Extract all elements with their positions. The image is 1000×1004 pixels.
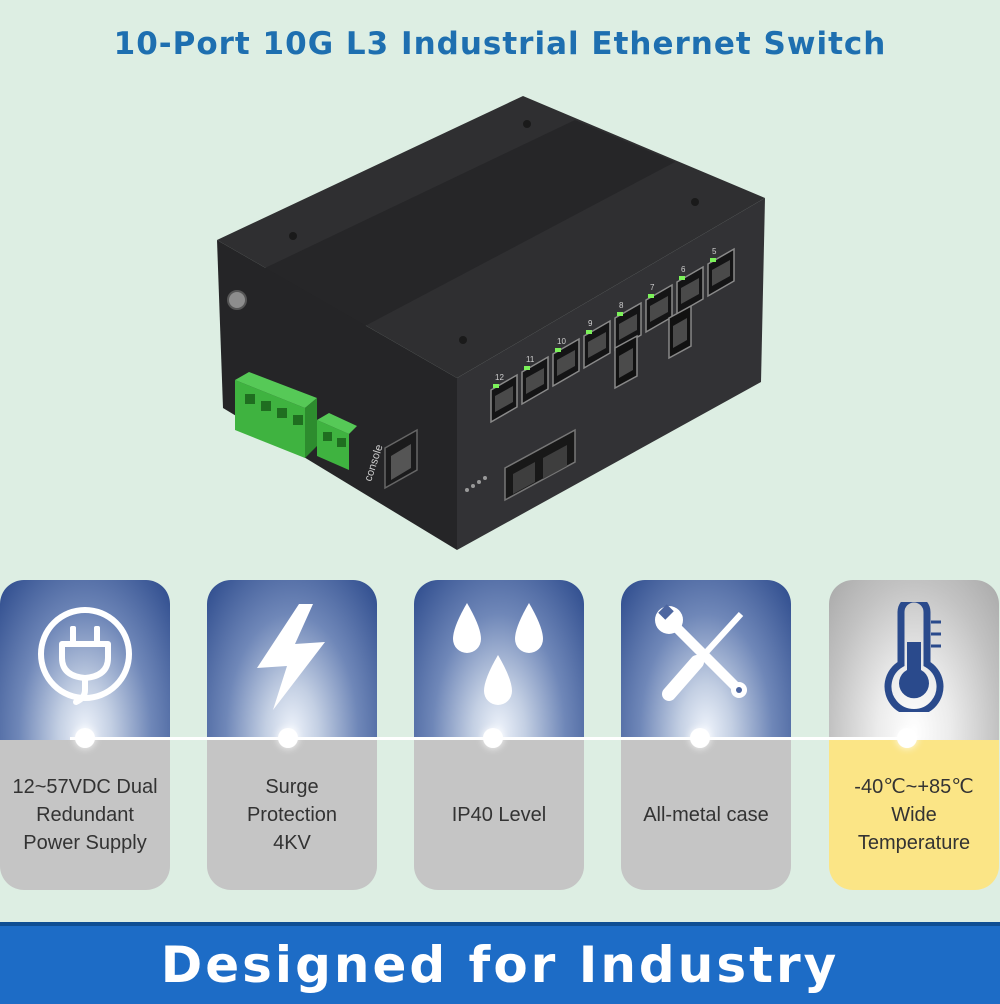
feature-connector-dot: [75, 728, 95, 748]
status-led-group: [465, 476, 487, 492]
feature-card: Surge Protection 4KV: [207, 580, 377, 890]
feature-card-header: [414, 580, 584, 740]
feature-label: -40℃~+85℃ Wide Temperature: [854, 776, 974, 854]
footer-banner: Designed for Industry: [0, 922, 1000, 1004]
feature-label: IP40 Level: [451, 804, 547, 826]
page-title: 10-Port 10G L3 Industrial Ethernet Switc…: [113, 26, 887, 62]
feature-card-header: [829, 580, 999, 740]
lightning-bolt-icon: [207, 602, 377, 712]
rj45-port: 12: [490, 373, 518, 424]
thermometer-icon: [829, 602, 999, 712]
feature-connector-dot: [690, 728, 710, 748]
rj45-port: 10: [552, 337, 580, 388]
water-drops-icon: [414, 602, 584, 712]
feature-card: IP40 Level: [414, 580, 584, 890]
feature-card: 12~57VDC Dual Redundant Power Supply: [0, 580, 170, 890]
feature-card-label-panel: [0, 740, 170, 890]
rj45-port: 5: [707, 247, 735, 298]
port-number-label: 11: [526, 355, 535, 364]
rj45-port: 6: [676, 265, 704, 316]
feature-card-header: [621, 580, 791, 740]
feature-connector-dot: [278, 728, 298, 748]
power-terminal-block: [235, 372, 317, 458]
feature-card: All-metal case: [621, 580, 791, 890]
feature-card-header: [0, 580, 170, 740]
port-number-label: 7: [650, 283, 655, 292]
rj45-port: 9: [583, 319, 611, 370]
power-plug-icon: [0, 602, 170, 712]
console-port: [384, 428, 418, 490]
feature-card-label-panel: [414, 740, 584, 890]
port-number-label: 10: [557, 337, 566, 346]
feature-connector-dot: [897, 728, 917, 748]
feature-card-label-panel: [207, 740, 377, 890]
feature-label: All-metal case: [643, 804, 769, 826]
alarm-terminal-block: [317, 413, 357, 470]
feature-label: Surge Protection 4KV: [246, 776, 338, 854]
switch-top-heatsink: [265, 120, 675, 326]
rj45-port-row: 12 11 10 9 8 7 6 5: [490, 247, 735, 424]
feature-connector-dot: [483, 728, 503, 748]
port-number-label: 12: [495, 373, 504, 382]
wrench-screwdriver-icon: [621, 602, 791, 712]
feature-card-header: [207, 580, 377, 740]
port-number-label: 6: [681, 265, 686, 274]
port-number-label: 8: [619, 301, 624, 310]
feature-card: -40℃~+85℃ Wide Temperature: [829, 580, 999, 890]
feature-card-label-panel: [829, 740, 999, 890]
port-number-label: 9: [588, 319, 593, 328]
feature-card-label-panel: [621, 740, 791, 890]
feature-label: 12~57VDC Dual Redundant Power Supply: [12, 776, 158, 854]
sfp-port-group: [504, 304, 692, 502]
screw-icon: [227, 290, 247, 310]
port-number-label: 5: [712, 247, 717, 256]
rj45-port: 11: [521, 355, 549, 406]
